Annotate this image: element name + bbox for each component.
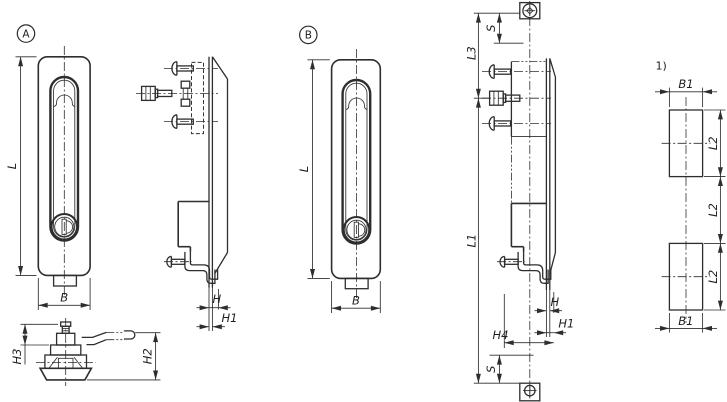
dim-l1: L1	[464, 98, 481, 384]
cutout-lower	[668, 242, 704, 311]
top-screw-plan-view	[519, 1, 541, 20]
dim-l2-chain: L2 L2 L2	[704, 109, 726, 311]
dim-b-a: B	[37, 278, 91, 310]
dim-h3-a: H3	[10, 323, 58, 365]
mounting-screw-top-side	[482, 64, 551, 80]
folded-handle-arm-a	[81, 330, 136, 346]
bottom-tab-b	[344, 277, 369, 290]
dim-b1-top: B1	[655, 77, 717, 107]
latch-hook-a	[184, 251, 216, 284]
cutout-footnote: 1)	[656, 60, 667, 73]
grip-hook-a	[53, 94, 76, 107]
dim-label-h3-a: H3	[10, 349, 24, 365]
dim-b1-bottom: B1	[655, 313, 717, 333]
dim-label-l3: L3	[464, 46, 478, 60]
cutout-upper	[668, 109, 704, 178]
dim-h2-a: H2	[87, 332, 161, 381]
mounting-screw-top-a	[164, 60, 218, 76]
variant-a-cam-detail: H3 H2	[10, 318, 161, 386]
dim-label-h-a: H	[212, 292, 221, 306]
variant-b-front-view: L B	[297, 49, 382, 313]
dim-label-h1-side: H1	[558, 316, 574, 330]
variant-a-view: A L	[5, 24, 238, 386]
latch-housing-side	[497, 202, 552, 284]
dim-label-h-side: H	[550, 295, 559, 309]
dim-label-l-b: L	[297, 166, 311, 172]
variant-a-side-view: H H1	[136, 56, 238, 331]
variant-a-marker-circle	[16, 24, 36, 43]
dim-h-a: H	[196, 287, 231, 331]
dim-h1-a: H1	[196, 311, 238, 330]
phillips-recess-icon	[526, 6, 534, 15]
dim-l3: L3	[464, 13, 481, 99]
dim-label-l1: L1	[464, 234, 478, 248]
dim-label-s-top: S	[484, 25, 498, 32]
dim-h4-side: H4	[493, 294, 554, 348]
dim-l-b: L	[297, 59, 330, 279]
recess-and-lock-b	[341, 78, 372, 245]
dim-label-l2-lower: L2	[706, 270, 720, 284]
dim-s-bottom: S	[473, 354, 534, 384]
variant-b-marker: B	[298, 25, 318, 45]
dim-b-b: B	[331, 281, 381, 313]
hex-screw-side	[482, 90, 551, 106]
dim-label-b1-top: B1	[678, 77, 693, 91]
variant-b-marker-letter: B	[305, 30, 312, 42]
lock-cylinder-a	[50, 212, 79, 241]
cam-shaft-a	[38, 321, 93, 381]
dim-label-s-bottom: S	[484, 366, 498, 373]
panel-cutout-detail: 1) B1 B1	[655, 60, 726, 333]
clip-detail-a	[180, 80, 191, 107]
dim-label-l2-spacing: L2	[706, 203, 720, 217]
dim-label-b1-bottom: B1	[678, 314, 693, 328]
dim-l-a: L	[5, 56, 37, 276]
cam-tongue-a	[38, 367, 93, 381]
door-panel-a	[208, 56, 229, 288]
hex-screw-a	[136, 85, 218, 102]
variant-a-front-view: L B	[5, 46, 91, 310]
dim-label-l2-upper: L2	[706, 136, 720, 150]
full-side-view: S L3 L1	[464, 1, 574, 402]
hidden-body-outline-a	[191, 61, 204, 135]
dim-label-b-a: B	[60, 291, 68, 305]
dim-label-h4-side: H4	[493, 328, 509, 342]
dim-h1-side: H1	[534, 316, 574, 336]
bottom-tab-a	[52, 274, 78, 287]
variant-b-marker-circle	[298, 25, 318, 45]
latch-hook-side	[517, 251, 549, 284]
mounting-screw-bottom-a	[164, 114, 218, 130]
latch-housing-a	[164, 200, 219, 284]
dim-label-l-a: L	[5, 163, 19, 169]
dim-h-side: H	[534, 290, 562, 337]
dim-s-top: S	[484, 13, 502, 44]
variant-a-marker-letter: A	[22, 28, 30, 40]
mounting-screw-bottom-side	[482, 115, 551, 131]
handle-body-side	[510, 61, 547, 204]
variant-a-marker: A	[16, 24, 36, 43]
dim-label-b-b: B	[352, 294, 360, 308]
variant-b-view: B L	[297, 25, 382, 313]
dim-label-h1-a: H1	[222, 311, 238, 325]
dim-label-h2-a: H2	[141, 348, 155, 364]
bottom-screw-plan-view	[519, 382, 541, 402]
